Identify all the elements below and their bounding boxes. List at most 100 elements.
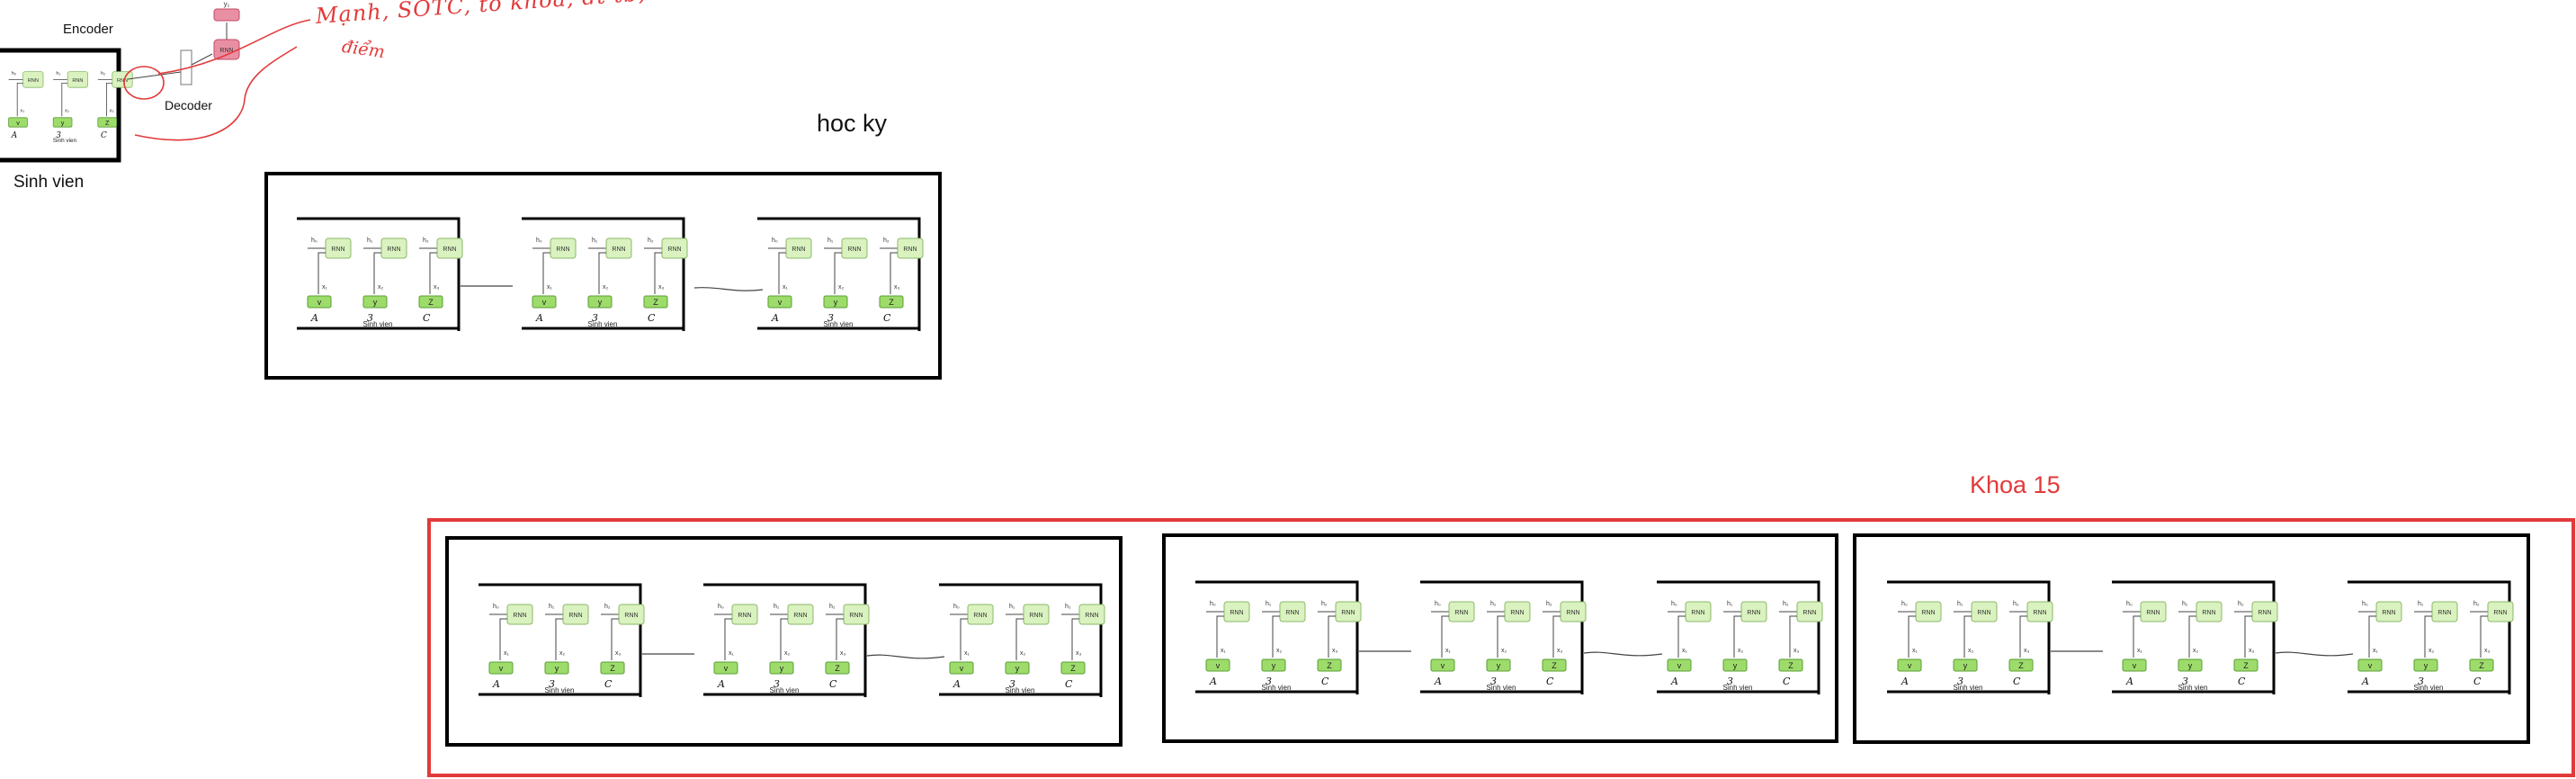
rnn-box (1740, 601, 1767, 622)
input-x-label: x₁ (1912, 648, 1919, 654)
rnn-label: RNN (1747, 610, 1760, 616)
input-x-label: x₃ (615, 650, 622, 657)
input-mark: y (2188, 661, 2193, 670)
red-circle (123, 66, 165, 100)
input-mark: y (1497, 661, 1501, 670)
input-connection (2133, 615, 2141, 658)
input-connection (318, 252, 326, 294)
input-value: C (1546, 676, 1554, 687)
unit-caption: Sinh vien (2178, 684, 2208, 692)
input-box (52, 117, 73, 128)
unit-frame (1657, 580, 1820, 694)
unit-link (2275, 651, 2354, 657)
input-box (1722, 658, 1748, 672)
rnn-box (550, 237, 577, 259)
input-x-label: x₁ (783, 284, 789, 291)
input-mark: y (780, 664, 784, 673)
hidden-state-label: h₁ (1490, 601, 1497, 607)
hidden-state-label: h₁ (827, 237, 834, 244)
rnn-box (1023, 604, 1050, 625)
input-mark: y (1733, 661, 1738, 670)
input-x-label: x₃ (1557, 648, 1563, 654)
unit-frame (703, 583, 867, 697)
rnn-box (618, 604, 645, 625)
input-value: C (2013, 676, 2021, 687)
output-y (213, 8, 240, 22)
input-x-label: x₂ (1020, 650, 1026, 657)
input-connection (890, 252, 898, 294)
hoc-ky-label: hoc ky (817, 110, 888, 137)
input-box (769, 661, 794, 675)
input-box (587, 295, 613, 309)
input-value: C (648, 312, 656, 324)
input-mark: y (373, 298, 378, 307)
hidden-state-label: h₂ (883, 237, 890, 244)
input-x-label: x₂ (65, 108, 69, 113)
input-mark: Z (1070, 664, 1076, 673)
input-box (2233, 658, 2258, 672)
input-value: A (535, 312, 543, 324)
input-x-label: x₂ (603, 284, 609, 291)
hidden-state-label: h₂ (1546, 601, 1552, 607)
input-value: A (1670, 676, 1678, 687)
rnn-label: RNN (1691, 610, 1704, 616)
hidden-state-label: h₁ (367, 237, 373, 244)
input-x-label: x₂ (559, 650, 566, 657)
rnn-box (1796, 601, 1823, 622)
hidden-state-label: h₂ (829, 604, 836, 610)
hidden-state-label: h₀ (1210, 601, 1216, 607)
rnn-label: RNN (1285, 610, 1299, 616)
input-value: C (101, 131, 107, 140)
input-box (2122, 658, 2147, 672)
rnn-box (1915, 601, 1942, 622)
rnn-box (841, 237, 868, 259)
hidden-state-label: h₀ (2362, 601, 2368, 607)
rnn-box (1560, 601, 1587, 622)
rnn-label: RNN (556, 246, 569, 253)
input-box (1778, 658, 1803, 672)
rnn-label: RNN (1510, 610, 1524, 616)
input-x-label: x₃ (2249, 648, 2255, 654)
unit-link (866, 654, 945, 659)
input-mark: y (61, 119, 65, 127)
input-value: 3 (549, 678, 555, 690)
rnn-box (436, 237, 463, 259)
input-value: 3 (1266, 676, 1272, 687)
rnn-box (325, 237, 352, 259)
rnn-box (731, 604, 758, 625)
khoa-hoc-ky-frame-1 (445, 536, 1123, 747)
input-box (2469, 658, 2494, 672)
rnn-label: RNN (443, 246, 456, 253)
unit-frame (2112, 580, 2276, 694)
rnn-box (22, 71, 44, 88)
unit-caption: Sinh vien (770, 686, 800, 694)
unit-caption: Sinh vien (588, 320, 618, 328)
input-value: 3 (2182, 676, 2188, 687)
input-mark: v (1216, 661, 1221, 670)
rnn-box (67, 71, 89, 88)
input-x-label: x₃ (894, 284, 900, 291)
input-x-label: x₂ (1968, 648, 1974, 654)
input-connection (1071, 618, 1079, 660)
red-pointer-line (157, 19, 311, 75)
rnn-label: RNN (1566, 610, 1579, 616)
hidden-state-label: h₂ (2013, 601, 2019, 607)
input-connection (1328, 615, 1336, 658)
decoder-link (191, 53, 213, 66)
input-box (949, 661, 974, 675)
unit-caption: Sinh vien (2414, 684, 2444, 692)
hidden-state-label: h₂ (1065, 604, 1071, 610)
input-box (1060, 661, 1086, 675)
input-mark: y (555, 664, 559, 673)
khoa-label: Khoa 15 (1970, 471, 2061, 498)
input-x-label: x₃ (434, 284, 440, 291)
input-connection (2424, 615, 2432, 658)
input-mark: v (499, 664, 504, 673)
unit-frame (757, 217, 921, 331)
input-value: A (492, 678, 500, 690)
unit-frame (2348, 580, 2511, 694)
